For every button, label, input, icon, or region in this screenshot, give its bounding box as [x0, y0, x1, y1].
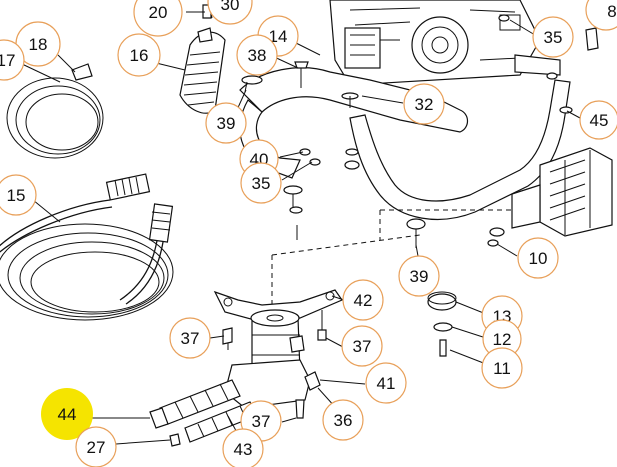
callout-12[interactable]: 12	[482, 319, 522, 359]
callout-36[interactable]: 36	[322, 399, 364, 441]
svg-text:43: 43	[234, 440, 253, 459]
callout-35-top[interactable]: 35	[532, 16, 574, 58]
svg-text:41: 41	[377, 374, 396, 393]
callout-42[interactable]: 42	[342, 279, 384, 321]
svg-text:8: 8	[607, 2, 616, 21]
svg-text:35: 35	[252, 174, 271, 193]
outlet-fittings	[149, 379, 257, 447]
svg-text:44: 44	[58, 405, 77, 424]
high-pressure-hose	[0, 173, 174, 321]
svg-text:36: 36	[334, 411, 353, 430]
callout-37-right[interactable]: 37	[341, 325, 383, 367]
callout-27[interactable]: 27	[75, 426, 117, 467]
leader-lines	[21, 7, 581, 445]
callout-8[interactable]: 8	[585, 0, 617, 31]
callout-15[interactable]: 15	[0, 174, 37, 216]
svg-text:18: 18	[29, 35, 48, 54]
callout-35-mid[interactable]: 35	[240, 162, 282, 204]
callout-16[interactable]: 16	[117, 33, 161, 77]
svg-text:37: 37	[181, 329, 200, 348]
svg-text:10: 10	[529, 249, 548, 268]
callout-32[interactable]: 32	[403, 83, 445, 125]
svg-text:32: 32	[415, 95, 434, 114]
callout-17[interactable]: 17	[0, 39, 25, 81]
muffler-guard	[487, 147, 613, 247]
svg-text:37: 37	[353, 337, 372, 356]
svg-text:14: 14	[269, 27, 288, 46]
svg-text:15: 15	[7, 186, 26, 205]
engine	[329, 0, 541, 86]
svg-text:16: 16	[130, 46, 149, 65]
svg-text:17: 17	[0, 51, 15, 70]
svg-text:11: 11	[493, 359, 511, 378]
callout-30[interactable]: 30	[207, 0, 253, 25]
callout-11[interactable]: 11	[481, 347, 523, 389]
callout-37-left[interactable]: 37	[169, 317, 211, 359]
callout-44-highlighted[interactable]: 44	[41, 388, 93, 440]
shroud	[179, 27, 226, 114]
garden-hose	[6, 63, 104, 159]
svg-text:38: 38	[248, 46, 267, 65]
callout-39-right[interactable]: 39	[398, 255, 440, 297]
svg-text:35: 35	[544, 28, 563, 47]
svg-text:37: 37	[252, 412, 271, 431]
svg-text:27: 27	[87, 438, 106, 457]
callout-43[interactable]: 43	[222, 428, 264, 467]
callout-10[interactable]: 10	[517, 237, 559, 279]
svg-text:39: 39	[410, 267, 429, 286]
callout-41[interactable]: 41	[365, 362, 407, 404]
svg-text:20: 20	[149, 3, 168, 22]
callout-20[interactable]: 20	[133, 0, 183, 37]
callout-38[interactable]: 38	[236, 34, 278, 76]
svg-text:39: 39	[217, 114, 236, 133]
callout-39-left[interactable]: 39	[205, 102, 247, 144]
pump	[213, 289, 343, 419]
svg-text:30: 30	[221, 0, 240, 14]
svg-text:45: 45	[590, 111, 609, 130]
callout-45[interactable]: 45	[579, 100, 617, 140]
svg-text:42: 42	[354, 291, 373, 310]
svg-text:12: 12	[493, 330, 512, 349]
